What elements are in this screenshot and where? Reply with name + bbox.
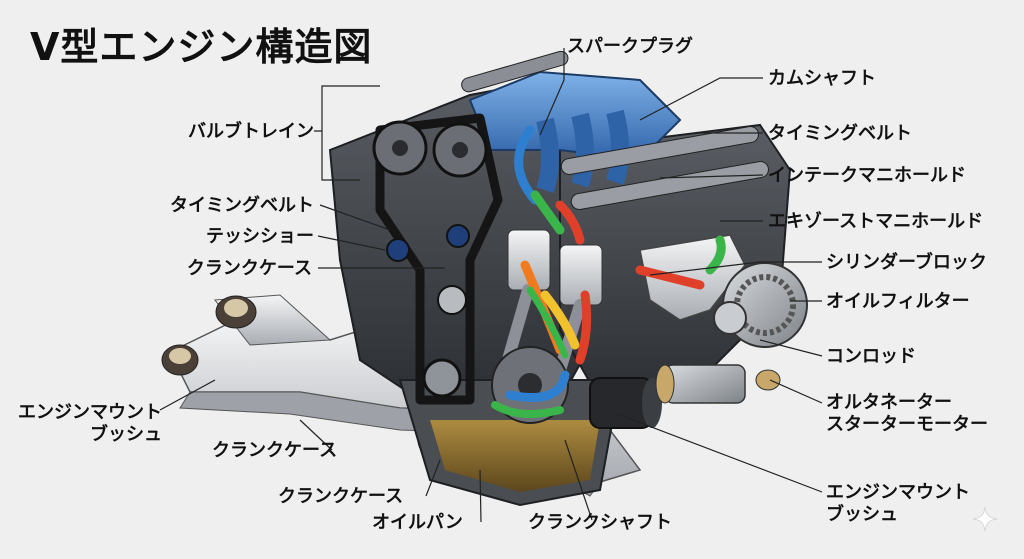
label-timing-belt-right: タイミングベルト [768, 123, 912, 144]
label-engine-mount-left-line2: ブッシュ [90, 423, 162, 445]
label-engine-mount-right-line1: エンジンマウント [826, 482, 970, 503]
label-oil-pan: オイルパン [372, 512, 463, 533]
label-tensioner: テッシショー [206, 226, 314, 247]
label-camshaft: カムシャフト [768, 68, 876, 89]
label-alternator-starter: オルタネーター スターターモーター [826, 392, 988, 435]
label-crankcase-upper: クランクケース [186, 258, 312, 279]
label-crankcase-middle: クランクケース [212, 440, 338, 461]
label-spark-plug: スパークプラグ [567, 36, 693, 57]
page-title: V型エンジン構造図 [30, 25, 373, 69]
label-timing-belt-left: タイミングベルト [170, 195, 314, 216]
label-conrod: コンロッド [826, 346, 916, 367]
label-intake-manifold: インテークマニホールド [768, 165, 966, 186]
timing-belt-assembly [372, 113, 503, 405]
pistons-and-conrods [491, 229, 603, 424]
label-engine-mount-left-line1: エンジンマウント [18, 402, 162, 423]
label-exhaust-manifold: エキゾーストマニホールド [768, 211, 984, 232]
label-engine-mount-right: エンジンマウント ブッシュ [826, 482, 970, 525]
label-crankcase-lower: クランクケース [278, 486, 404, 507]
label-starter-motor: スターターモーター [826, 413, 988, 435]
label-oil-filter: オイルフィルター [826, 291, 970, 312]
sparkle-icon [972, 506, 998, 532]
oil-filter [589, 377, 662, 429]
leader-lines [159, 48, 823, 523]
alternator [713, 262, 808, 348]
label-cylinder-block: シリンダーブロック [826, 252, 987, 273]
label-engine-mount-left: エンジンマウント ブッシュ [18, 402, 162, 445]
starter-motor [655, 364, 781, 404]
label-crankshaft: クランクシャフト [528, 512, 672, 533]
label-valve-train: バルブトレイン [188, 121, 314, 142]
label-alternator: オルタネーター [826, 392, 952, 413]
label-engine-mount-right-line2: ブッシュ [826, 503, 898, 525]
